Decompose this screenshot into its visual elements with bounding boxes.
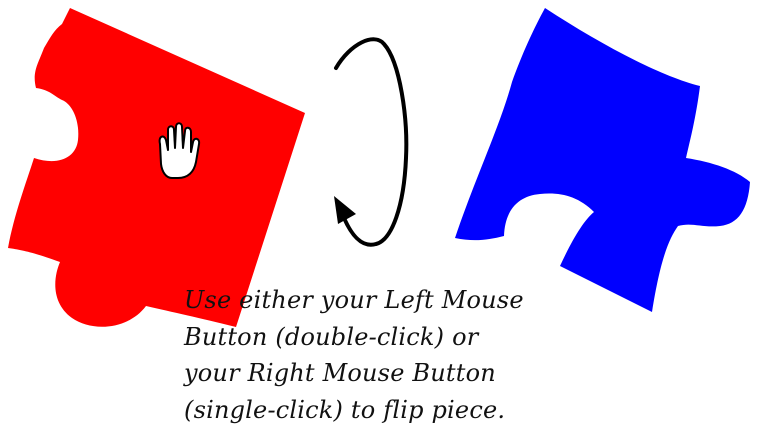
instruction-line: Use either your Left Mouse — [184, 282, 564, 319]
instruction-line: your Right Mouse Button — [184, 355, 564, 392]
instruction-line: Button (double-click) or — [184, 319, 564, 356]
blue-puzzle-piece-icon[interactable] — [455, 8, 750, 312]
instruction-line: (single-click) to flip piece. — [184, 392, 564, 429]
circular-flip-arrow-icon — [334, 39, 406, 244]
red-puzzle-piece-icon[interactable] — [8, 8, 305, 327]
flip-instructions: Use either your Left Mouse Button (doubl… — [184, 282, 564, 428]
